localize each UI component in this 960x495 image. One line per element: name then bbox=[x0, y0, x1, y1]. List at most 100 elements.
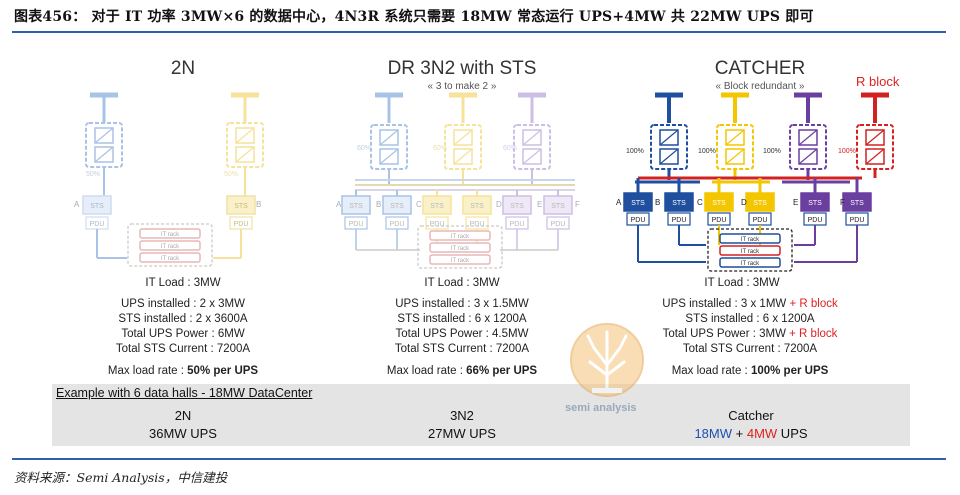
ups-module bbox=[522, 148, 542, 165]
sts-box bbox=[623, 192, 653, 212]
it-rack bbox=[429, 230, 491, 241]
bottom-name-2n: 2N bbox=[174, 408, 192, 423]
spec-line: Total UPS Power : 3MW + R block bbox=[662, 328, 838, 340]
source-note: 资料来源：Semi Analysis，中信建投 bbox=[14, 470, 228, 485]
path-letter: D bbox=[496, 200, 502, 209]
it-rack-label: IT rack bbox=[451, 246, 470, 252]
it-rack-group bbox=[417, 225, 503, 269]
spec-line: Total STS Current : 7200A bbox=[115, 343, 251, 355]
ups-block bbox=[444, 124, 482, 170]
it-rack-label: IT rack bbox=[741, 237, 760, 243]
bottom-name-catcher: Catcher bbox=[728, 408, 774, 423]
load-rate-catcher: Max load rate : 100% per UPS bbox=[671, 365, 829, 377]
ups-block bbox=[513, 124, 551, 170]
example-heading: Example with 6 data halls - 18MW DataCen… bbox=[56, 386, 313, 400]
sts-label: STS bbox=[349, 203, 363, 210]
ups-module-slash bbox=[235, 146, 255, 163]
sts-box bbox=[842, 192, 872, 212]
ups-module bbox=[453, 129, 473, 146]
path-letter: A bbox=[74, 200, 80, 209]
it-load-catcher: IT Load : 3MW bbox=[704, 277, 780, 289]
sts-label: STS bbox=[90, 203, 104, 210]
pdu-label: PDU bbox=[234, 221, 249, 228]
spec-line: UPS installed : 3 x 1.5MW bbox=[395, 298, 529, 310]
path-letter: A bbox=[336, 200, 342, 209]
path-letter: C bbox=[697, 198, 703, 207]
ups-block bbox=[226, 122, 264, 168]
ups-module-slash bbox=[453, 129, 473, 146]
bottom-value-3n2: 27MW UPS bbox=[428, 426, 496, 441]
watermark-text: semi analysis bbox=[565, 402, 637, 414]
sts-label: STS bbox=[470, 203, 484, 210]
ups-module-slash bbox=[522, 129, 542, 146]
pdu-label: PDU bbox=[430, 221, 445, 228]
bottom-rule bbox=[12, 458, 946, 460]
sts-label: STS bbox=[753, 200, 767, 207]
ups-module-slash bbox=[798, 148, 818, 165]
ups-module bbox=[94, 127, 114, 144]
col-title-2n: 2N bbox=[170, 58, 196, 79]
load-percent: 60% bbox=[433, 145, 447, 152]
it-rack-group bbox=[127, 223, 213, 267]
ups-module bbox=[94, 146, 114, 163]
ups-module bbox=[235, 127, 255, 144]
it-rack bbox=[139, 228, 201, 239]
it-rack-label: IT rack bbox=[451, 258, 470, 264]
specs-catcher: UPS installed : 3 x 1MW + R block STS in… bbox=[620, 297, 880, 357]
pdu-label: PDU bbox=[850, 217, 865, 224]
pdu-label: PDU bbox=[753, 217, 768, 224]
it-rack-label: IT rack bbox=[161, 232, 180, 238]
sts-box bbox=[704, 192, 734, 212]
path-letter: E bbox=[537, 200, 542, 209]
load-percent: 50% bbox=[224, 171, 238, 178]
load-percent: 100% bbox=[698, 148, 716, 155]
spec-line: Total UPS Power : 6MW bbox=[121, 328, 245, 340]
rblock-title: R block bbox=[856, 74, 900, 89]
ups-module bbox=[235, 146, 255, 163]
sts-label: STS bbox=[390, 203, 404, 210]
bottom-value-2n: 36MW UPS bbox=[149, 426, 217, 441]
sts-label: STS bbox=[712, 200, 726, 207]
pdu-label: PDU bbox=[712, 217, 727, 224]
it-rack-label: IT rack bbox=[741, 249, 760, 255]
sts-box bbox=[745, 192, 775, 212]
top-rule bbox=[12, 31, 946, 33]
it-rack-label: IT rack bbox=[741, 261, 760, 267]
sts-box bbox=[226, 195, 256, 215]
pdu-label: PDU bbox=[631, 217, 646, 224]
col-title-dr: DR 3N2 with STS bbox=[387, 58, 537, 79]
pdu-label: PDU bbox=[510, 221, 525, 228]
load-rate-dr: Max load rate : 66% per UPS bbox=[386, 365, 538, 377]
spec-line: STS installed : 6 x 1200A bbox=[397, 313, 527, 325]
sts-box bbox=[543, 195, 573, 215]
bottom-value-catcher: 18MW + 4MW UPS bbox=[694, 426, 808, 441]
specs-2n: UPS installed : 2 x 3MW STS installed : … bbox=[53, 297, 313, 357]
spec-line: UPS installed : 2 x 3MW bbox=[121, 298, 245, 310]
spec-line: STS installed : 2 x 3600A bbox=[118, 313, 248, 325]
sts-label: STS bbox=[510, 203, 524, 210]
ups-module-slash bbox=[659, 148, 679, 165]
ups-module bbox=[522, 129, 542, 146]
spec-line: STS installed : 6 x 1200A bbox=[685, 313, 815, 325]
path-letter: C bbox=[416, 200, 422, 209]
it-rack bbox=[719, 233, 781, 244]
ups-module bbox=[379, 129, 399, 146]
it-load-2n: IT Load : 3MW bbox=[145, 277, 221, 289]
sts-box bbox=[664, 192, 694, 212]
path-letter: B bbox=[376, 200, 381, 209]
path-letter: A bbox=[616, 198, 622, 207]
pdu-label: PDU bbox=[551, 221, 566, 228]
load-rate-2n: Max load rate : 50% per UPS bbox=[107, 365, 259, 377]
sts-label: STS bbox=[808, 200, 822, 207]
spec-line: UPS installed : 3 x 1MW + R block bbox=[662, 298, 838, 310]
sts-box bbox=[502, 195, 532, 215]
ups-module-slash bbox=[94, 146, 114, 163]
it-rack-label: IT rack bbox=[161, 244, 180, 250]
sts-box bbox=[462, 195, 492, 215]
ups-module-slash bbox=[725, 129, 745, 146]
specs-dr: UPS installed : 3 x 1.5MW STS installed … bbox=[332, 297, 592, 357]
col-subtitle-catcher: « Block redundant » bbox=[715, 81, 805, 92]
sts-label: STS bbox=[850, 200, 864, 207]
ups-module-slash bbox=[522, 148, 542, 165]
